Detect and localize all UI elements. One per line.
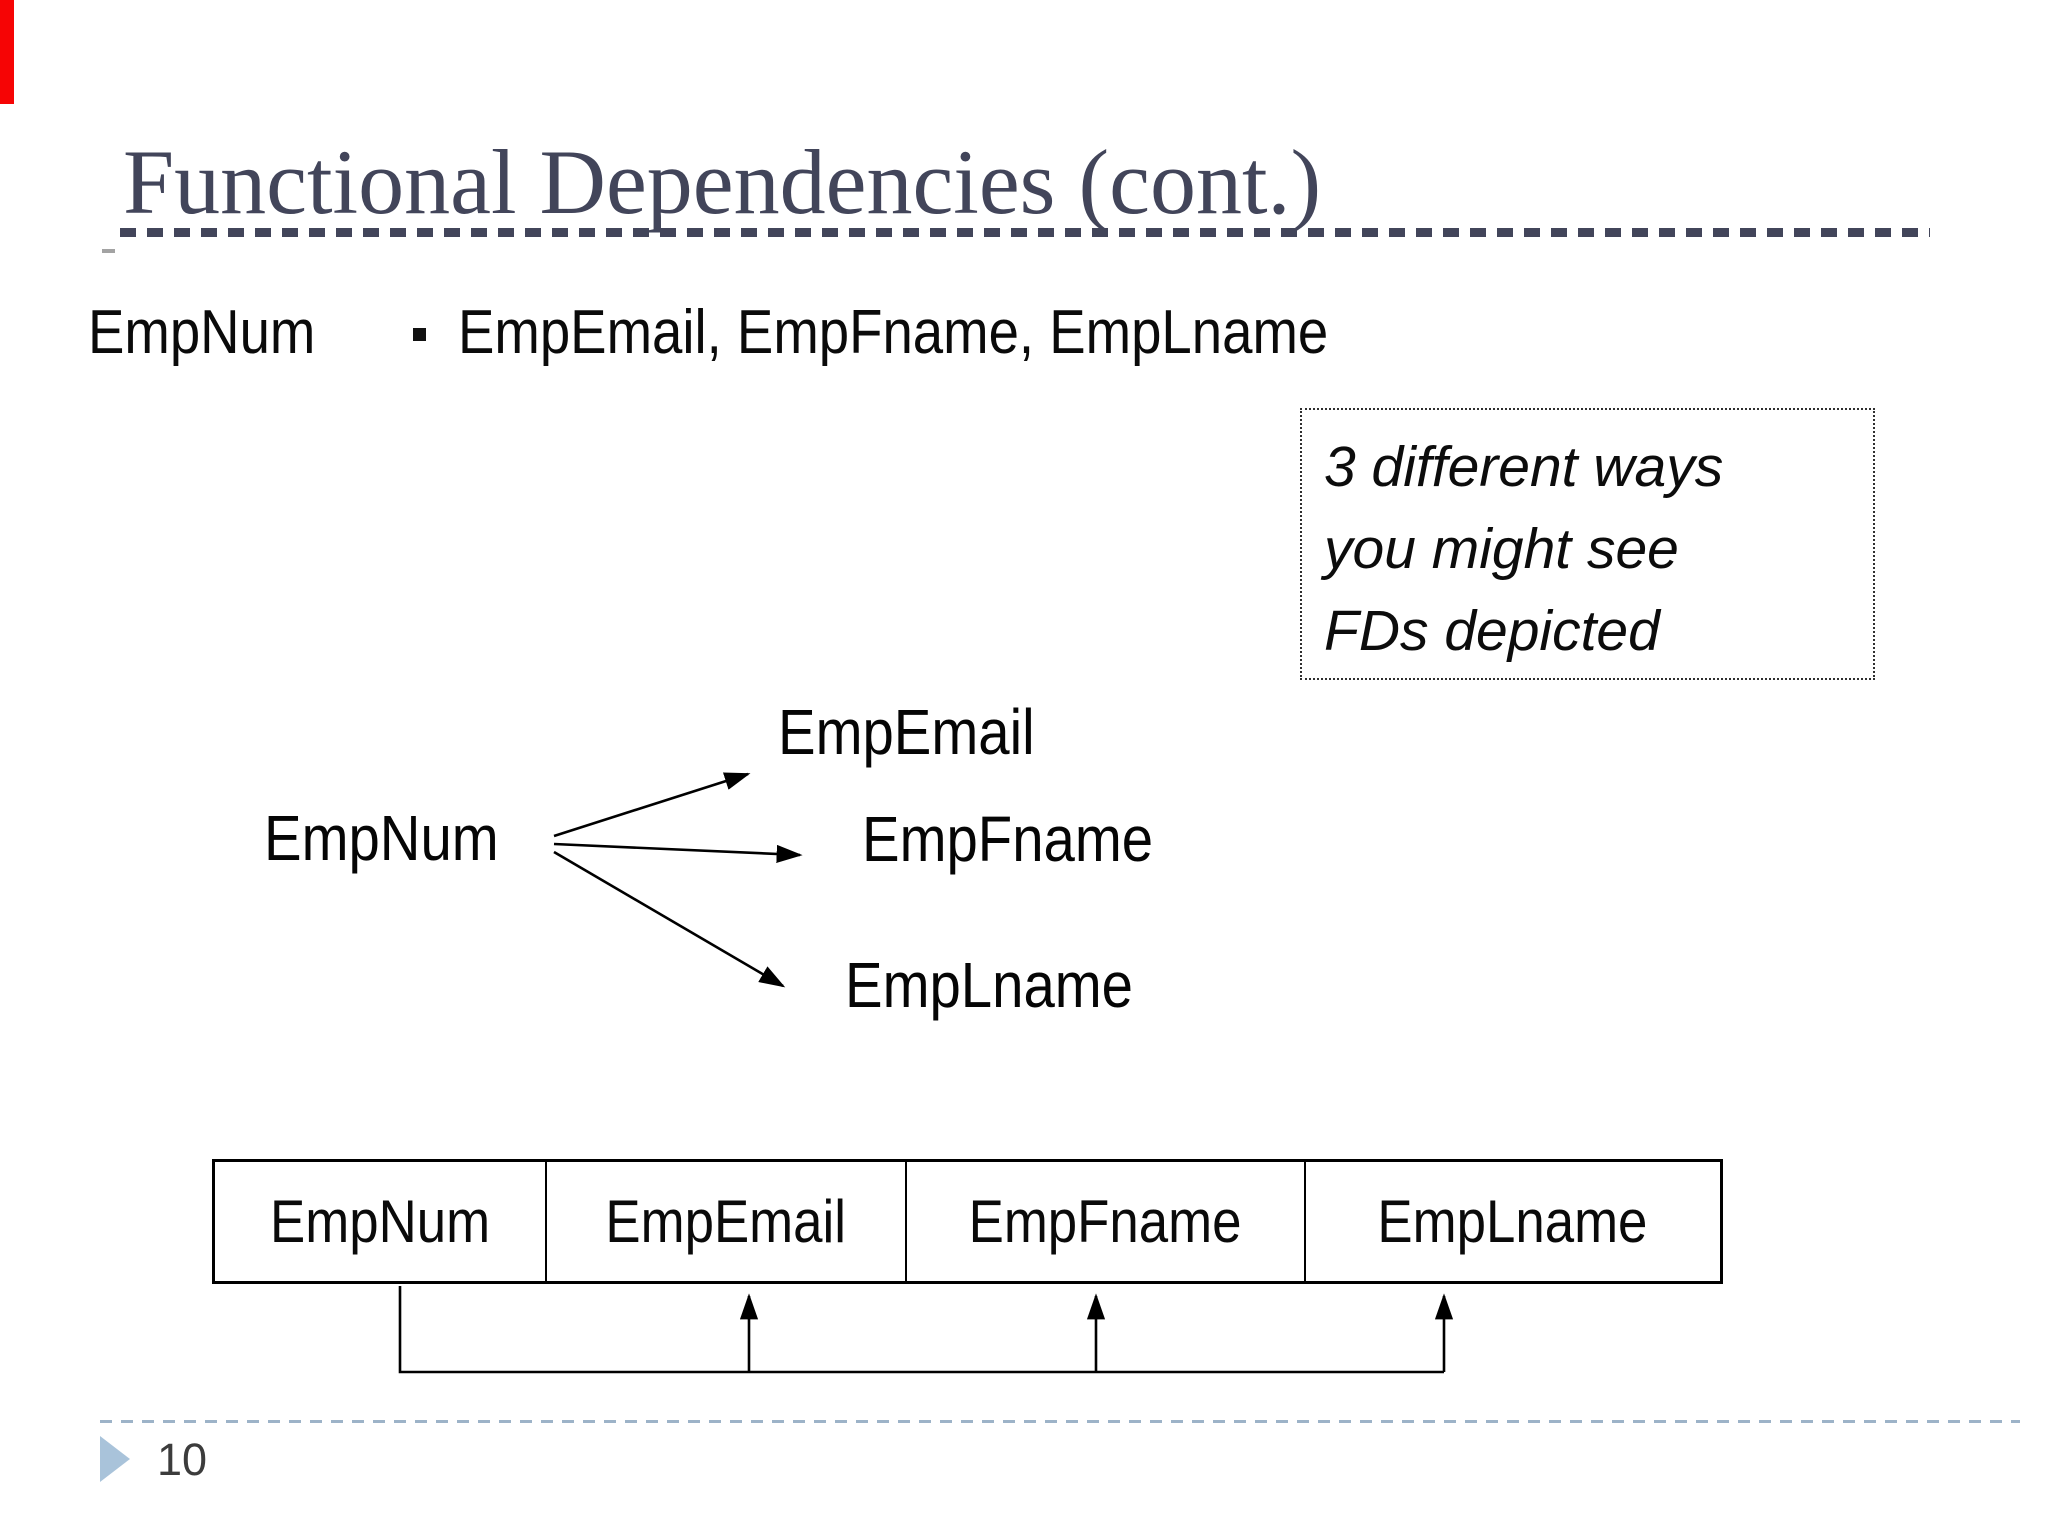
diagram-target-label: EmpLname: [845, 949, 1134, 1021]
title-dashed-underline: [120, 228, 1930, 237]
footer-dashed-line: [100, 1420, 2020, 1423]
footer-triangle-icon: [100, 1436, 130, 1482]
table-cell: EmpEmail: [544, 1162, 906, 1281]
diagram-source-label: EmpNum: [264, 802, 499, 874]
diagram-target-label: EmpFname: [862, 803, 1154, 875]
note-line: FDs depicted: [1324, 599, 1660, 664]
relation-table: EmpNum EmpEmail EmpFname EmpLname: [212, 1159, 1723, 1284]
accent-red-bar: [0, 0, 14, 104]
fd-statement-rhs: EmpEmail, EmpFname, EmpLname: [458, 298, 1329, 367]
page-number: 10: [157, 1434, 208, 1485]
table-cell: EmpFname: [905, 1162, 1303, 1281]
stray-dash-mark: [102, 249, 115, 253]
table-cell-label: EmpLname: [1377, 1188, 1648, 1255]
note-line: you might see: [1324, 517, 1679, 582]
fd-arrow-bullet-icon: [413, 328, 426, 341]
note-box: 3 different ways you might see FDs depic…: [1300, 408, 1875, 680]
table-cell-label: EmpFname: [968, 1188, 1242, 1255]
fd-statement-lhs: EmpNum: [88, 298, 316, 367]
table-cell-label: EmpEmail: [605, 1188, 847, 1255]
note-line: 3 different ways: [1324, 435, 1724, 499]
table-cell: EmpLname: [1303, 1162, 1720, 1281]
table-cell: EmpNum: [215, 1162, 545, 1281]
page-title: Functional Dependencies (cont.): [123, 131, 1322, 233]
table-cell-label: EmpNum: [269, 1188, 490, 1255]
diagram-target-label: EmpEmail: [778, 696, 1035, 768]
